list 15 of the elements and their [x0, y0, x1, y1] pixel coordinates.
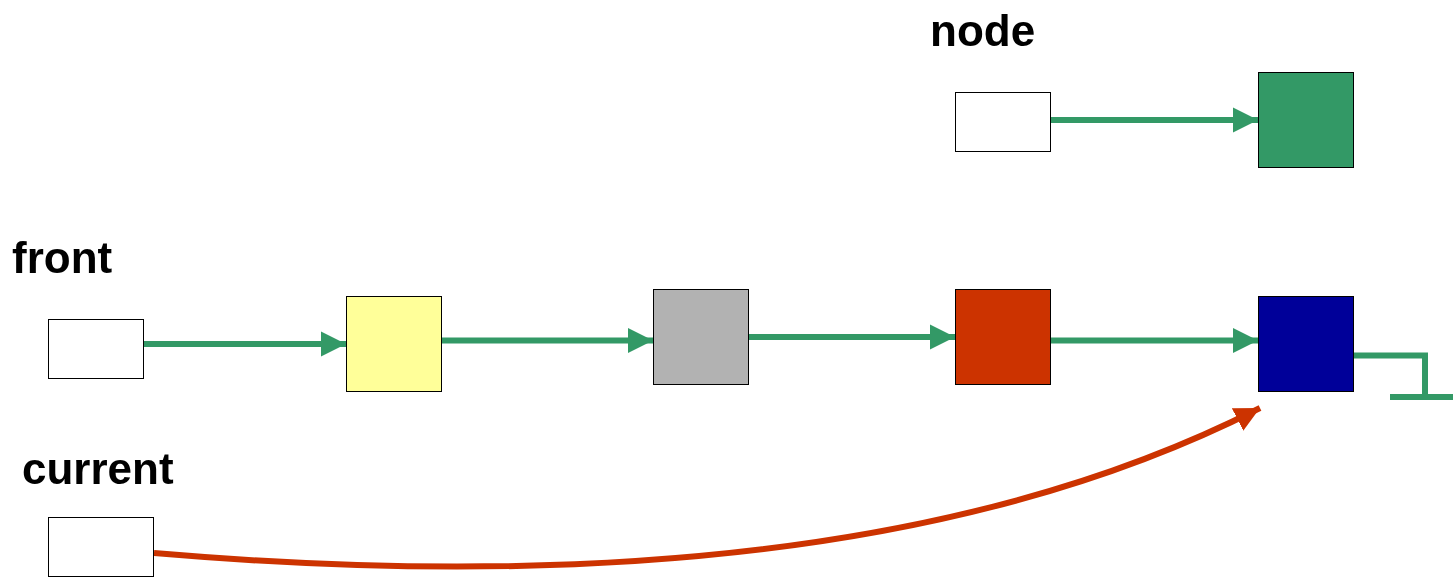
- null-terminator-symbol: [1387, 359, 1453, 400]
- list-node-box: [346, 296, 442, 392]
- pointer-arrow: [153, 405, 1262, 570]
- pointer-arrow: [749, 324, 955, 350]
- pointer-label: current: [22, 444, 174, 494]
- list-node-box: [653, 289, 749, 385]
- list-node-box: [1258, 296, 1354, 392]
- pointer-arrow: [1051, 107, 1258, 133]
- pointer-arrow: [442, 327, 653, 354]
- list-node-box: [955, 289, 1051, 385]
- list-node-box: [1258, 72, 1354, 168]
- pointer-arrow: [1051, 327, 1258, 354]
- pointer-label: front: [12, 233, 113, 283]
- pointer-arrow: [144, 331, 346, 357]
- pointer-label: node: [930, 6, 1036, 56]
